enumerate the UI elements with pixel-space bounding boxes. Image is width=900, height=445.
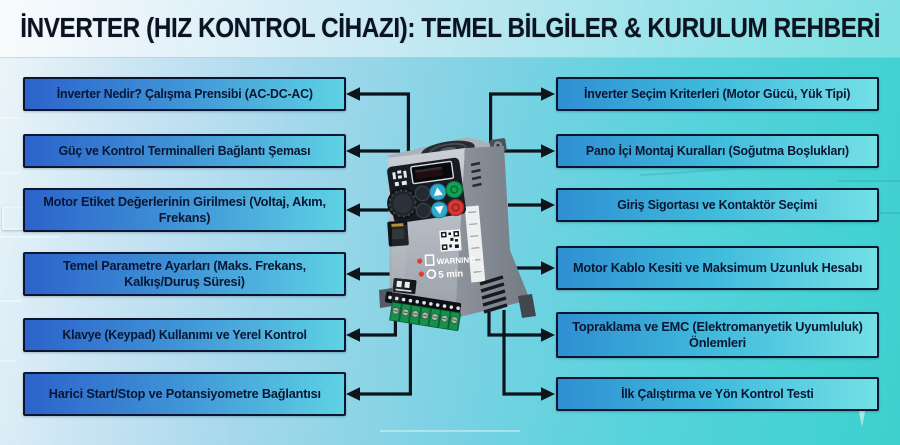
topic-label: Güç ve Kontrol Terminalleri Bağlantı Şem… bbox=[58, 142, 311, 158]
device-control-panel bbox=[387, 157, 467, 224]
topic-box-pano-montaj: Pano İçi Montaj Kuralları (Soğutma Boşlu… bbox=[556, 134, 879, 168]
device-terminal-blocks bbox=[389, 301, 462, 332]
connector-left-6 bbox=[346, 322, 412, 401]
topic-label: İnverter Seçim Kriterleri (Motor Gücü, Y… bbox=[584, 85, 851, 101]
arrowhead-right-icon bbox=[541, 198, 555, 212]
device-foot-right bbox=[518, 294, 536, 318]
timer-led-icon bbox=[418, 271, 424, 277]
arrowhead-right-icon bbox=[541, 261, 555, 275]
topic-label: Temel Parametre Ayarları (Maks. Frekans,… bbox=[62, 257, 307, 289]
topic-box-motor-kablo: Motor Kablo Kesiti ve Maksimum Uzunluk H… bbox=[556, 246, 879, 290]
topic-box-terminal-semasi: Güç ve Kontrol Terminalleri Bağlantı Şem… bbox=[23, 134, 346, 168]
title-bar: İNVERTER (HIZ KONTROL CİHAZI): TEMEL BİL… bbox=[0, 0, 900, 58]
connector-left-2 bbox=[346, 144, 400, 158]
device-side-vents-upper bbox=[470, 161, 482, 188]
device-heatsink-vents bbox=[479, 275, 508, 314]
device-display bbox=[410, 160, 455, 185]
topic-box-temel-parametre: Temel Parametre Ayarları (Maks. Frekans,… bbox=[23, 252, 346, 296]
topic-label: İlk Çalıştırma ve Yön Kontrol Testi bbox=[621, 385, 814, 401]
device-knob bbox=[387, 187, 419, 219]
device-screw-strip bbox=[384, 291, 462, 314]
device-up-button bbox=[429, 183, 447, 201]
device-mini-lcd bbox=[392, 170, 408, 187]
topic-label: İnverter Nedir? Çalışma Prensibi (AC-DC-… bbox=[56, 85, 313, 101]
topic-label: Giriş Sigortası ve Kontaktör Seçimi bbox=[617, 196, 818, 212]
topic-label: Harici Start/Stop ve Potansiyometre Bağl… bbox=[48, 385, 321, 401]
warning-led-icon bbox=[417, 258, 423, 264]
device-side-face bbox=[455, 146, 530, 318]
arrowhead-right-icon bbox=[541, 387, 555, 401]
topic-box-motor-etiket: Motor Etiket Değerlerinin Girilmesi (Vol… bbox=[23, 188, 346, 232]
device-connector-block bbox=[392, 278, 417, 295]
device-rj45-port bbox=[387, 220, 409, 247]
warning-text: WARNING bbox=[436, 255, 475, 266]
topic-box-inverter-nedir: İnverter Nedir? Çalışma Prensibi (AC-DC-… bbox=[23, 77, 346, 111]
device-run-button bbox=[445, 180, 463, 199]
connector-right-2 bbox=[504, 144, 555, 158]
topic-label: Topraklama ve EMC (Elektromanyetik Uyuml… bbox=[572, 318, 863, 350]
arrowhead-left-icon bbox=[346, 144, 360, 158]
topic-label: Motor Kablo Kesiti ve Maksimum Uzunluk H… bbox=[572, 259, 863, 275]
device-side-label bbox=[464, 205, 486, 283]
connector-right-5 bbox=[487, 312, 555, 342]
page-title: İNVERTER (HIZ KONTROL CİHAZI): TEMEL BİL… bbox=[20, 12, 880, 44]
topic-label: Motor Etiket Değerlerinin Girilmesi (Vol… bbox=[43, 193, 326, 225]
device-glare bbox=[392, 224, 410, 302]
arrowhead-left-icon bbox=[346, 387, 360, 401]
topic-box-harici-start-stop: Harici Start/Stop ve Potansiyometre Bağl… bbox=[23, 372, 346, 416]
topic-box-topraklama-emc: Topraklama ve EMC (Elektromanyetik Uyuml… bbox=[556, 312, 879, 358]
topic-label: Klavye (Keypad) Kullanımı ve Yerel Kontr… bbox=[62, 326, 307, 342]
topic-box-giris-sigortasi: Giriş Sigortası ve Kontaktör Seçimi bbox=[556, 188, 879, 222]
arrowhead-right-icon bbox=[541, 87, 555, 101]
arrowhead-left-icon bbox=[346, 87, 360, 101]
arrowhead-right-icon bbox=[541, 144, 555, 158]
manual-doc-icon bbox=[424, 254, 435, 267]
device-stop-button bbox=[447, 198, 465, 217]
topic-box-secim-kriterleri: İnverter Seçim Kriterleri (Motor Gücü, Y… bbox=[556, 77, 879, 111]
device-qr-code bbox=[439, 229, 462, 252]
connector-right-3 bbox=[508, 198, 555, 212]
device-func-button bbox=[415, 202, 432, 219]
arrowhead-right-icon bbox=[541, 328, 555, 342]
connector-right-6 bbox=[502, 310, 555, 401]
arrowhead-left-icon bbox=[346, 267, 360, 281]
topic-box-keypad-kullanimi: Klavye (Keypad) Kullanımı ve Yerel Kontr… bbox=[23, 318, 346, 352]
arrowhead-left-icon bbox=[346, 203, 360, 217]
timer-text: 5 min bbox=[438, 268, 464, 280]
clock-icon bbox=[426, 269, 437, 279]
topic-box-ilk-calistirma: İlk Çalıştırma ve Yön Kontrol Testi bbox=[556, 377, 879, 411]
arrowhead-left-icon bbox=[346, 328, 360, 342]
inverter-device-photo: WARNING 5 min bbox=[379, 137, 536, 332]
device-warning-labels: WARNING 5 min bbox=[417, 254, 476, 281]
topic-label: Pano İçi Montaj Kuralları (Soğutma Boşlu… bbox=[585, 142, 850, 158]
